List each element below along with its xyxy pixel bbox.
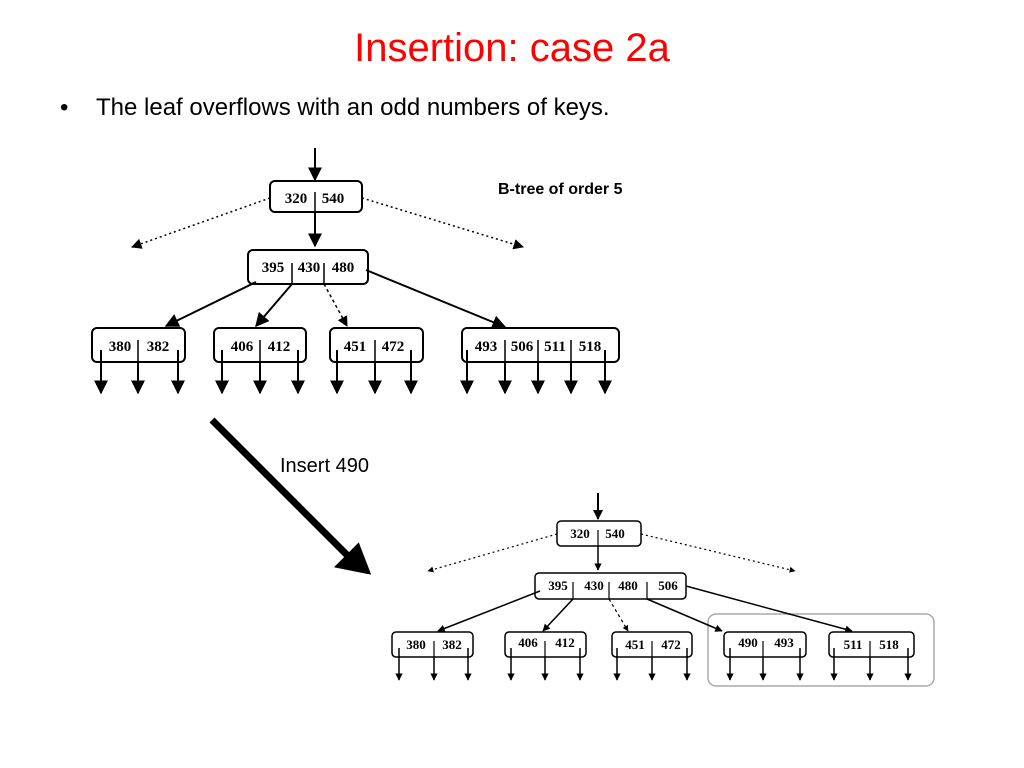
leaf-node: 380 382 <box>91 327 186 363</box>
leaf-node: 406 412 <box>213 327 307 363</box>
leaf-node: 451 472 <box>329 327 424 363</box>
key: 493 <box>774 635 794 650</box>
edge <box>255 283 293 328</box>
edge <box>646 598 723 632</box>
key: 511 <box>544 339 566 355</box>
dotted-arrow-left <box>131 197 271 249</box>
edge <box>542 598 574 632</box>
key: 395 <box>548 578 568 593</box>
slide-title: Insertion: case 2a <box>354 26 670 70</box>
key: 380 <box>109 339 132 355</box>
key: 320 <box>570 526 590 541</box>
highlight-box <box>707 613 935 687</box>
key: 382 <box>147 339 170 355</box>
key: 511 <box>844 637 863 652</box>
leaf-node: 406 412 <box>504 631 587 658</box>
leaf-node: 511 518 <box>828 631 915 658</box>
key: 493 <box>475 339 498 355</box>
insert-step-label: Insert 490 <box>280 455 369 477</box>
tree-after: 320 540 395 430 480 506 380 382 <box>391 493 935 687</box>
key: 430 <box>584 578 604 593</box>
mid-node: 395 430 480 506 <box>534 572 687 600</box>
tree-before: 320 540 395 430 480 380 382 <box>91 148 620 395</box>
key: 540 <box>605 526 625 541</box>
btree-order-label: B-tree of order 5 <box>498 181 623 198</box>
leaf-pointers <box>94 350 612 395</box>
key: 490 <box>738 635 758 650</box>
key: 472 <box>661 637 681 652</box>
edge <box>685 585 853 633</box>
dotted-arrow-right <box>640 533 796 573</box>
transition-arrow <box>209 417 372 575</box>
leaf-pointers <box>395 648 912 681</box>
dotted-arrow-left <box>427 533 558 573</box>
key: 382 <box>442 637 462 652</box>
bullet-symbol: • <box>60 94 69 121</box>
mid-node: 395 430 480 <box>247 249 369 285</box>
key: 506 <box>658 578 678 593</box>
key: 480 <box>618 578 638 593</box>
top-node: 320 540 <box>556 520 642 547</box>
key: 412 <box>268 339 291 355</box>
key: 518 <box>879 637 899 652</box>
key: 395 <box>262 260 285 276</box>
leaf-node: 451 472 <box>611 631 693 658</box>
bullet-text: The leaf overflows with an odd numbers o… <box>96 94 610 121</box>
leaf-node: 493 506 511 518 <box>461 327 620 363</box>
dotted-arrow-right <box>361 197 525 250</box>
leaf-node: 490 493 <box>723 631 807 658</box>
key: 406 <box>231 339 254 355</box>
key: 540 <box>322 191 345 207</box>
bullet-item: • The leaf overflows with an odd numbers … <box>60 94 610 122</box>
key: 406 <box>518 635 538 650</box>
key: 506 <box>511 339 534 355</box>
key: 518 <box>579 339 602 355</box>
top-node: 320 540 <box>269 180 363 213</box>
edge <box>164 281 257 327</box>
key: 480 <box>332 260 355 276</box>
leaf-node: 380 382 <box>391 631 474 658</box>
edge <box>323 283 348 327</box>
key: 430 <box>298 260 321 276</box>
key: 380 <box>406 637 426 652</box>
edge <box>437 590 541 633</box>
key: 320 <box>285 191 308 207</box>
key: 412 <box>555 635 575 650</box>
edge <box>365 269 507 329</box>
key: 451 <box>344 339 367 355</box>
edge <box>608 598 629 632</box>
key: 451 <box>625 637 645 652</box>
key: 472 <box>382 339 405 355</box>
